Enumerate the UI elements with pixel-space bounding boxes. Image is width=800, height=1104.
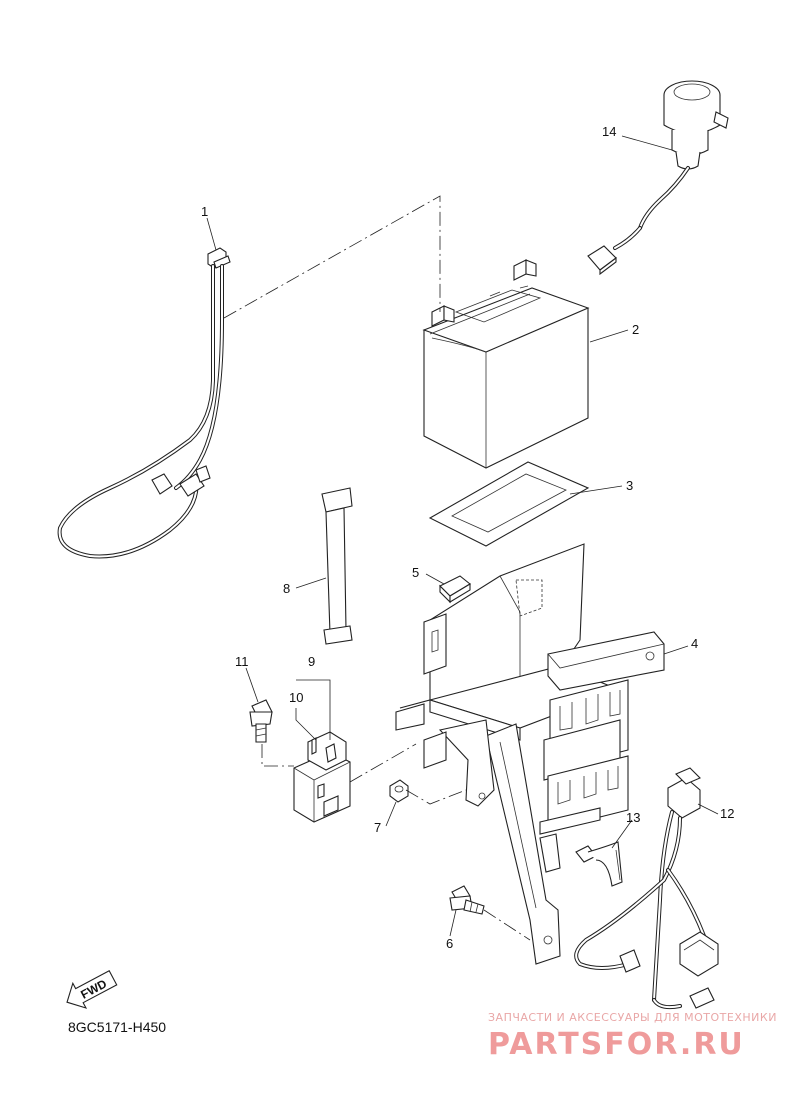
- callout-1: 1: [201, 204, 208, 219]
- watermark: ЗАПЧАСТИ И АКСЕССУАРЫ ДЛЯ МОТОТЕХНИКИ PA…: [488, 1011, 777, 1062]
- callout-2: 2: [632, 322, 639, 337]
- leader-lines: [206, 135, 719, 937]
- part-13-cable-tie: [575, 841, 623, 887]
- part-12-sub-lead: [574, 767, 719, 1010]
- callout-8: 8: [283, 581, 290, 596]
- callout-5: 5: [412, 565, 419, 580]
- part-3-battery-pad: [428, 461, 590, 547]
- callout-10: 10: [289, 690, 303, 705]
- callout-11: 11: [235, 654, 249, 669]
- watermark-tagline: ЗАПЧАСТИ И АКСЕССУАРЫ ДЛЯ МОТОТЕХНИКИ: [488, 1011, 777, 1024]
- part-14-power-socket: [587, 80, 729, 276]
- part-2-battery: [422, 259, 590, 469]
- diagram-code: 8GC5171-H450: [68, 1019, 166, 1035]
- fwd-arrow-icon: FWD: [66, 969, 118, 1009]
- part-7-nut: [389, 779, 409, 803]
- callout-9: 9: [308, 654, 315, 669]
- part-1-wire-lead: [57, 247, 231, 559]
- callout-numbers: 1 2 3 4 5 6 7 8 9 10 11 12 13 14: [201, 124, 734, 951]
- callout-12: 12: [720, 806, 734, 821]
- part-9-starter-relay: [293, 731, 351, 823]
- callout-13: 13: [626, 810, 640, 825]
- part-4-battery-box: [395, 543, 665, 965]
- watermark-brand: PARTSFOR.RU: [488, 1027, 745, 1062]
- callout-7: 7: [374, 820, 381, 835]
- part-6-bolt: [449, 885, 485, 915]
- part-8-battery-band: [321, 487, 353, 645]
- callout-14: 14: [602, 124, 616, 139]
- callout-4: 4: [691, 636, 698, 651]
- callout-6: 6: [446, 936, 453, 951]
- callout-3: 3: [626, 478, 633, 493]
- part-11-bolt: [249, 699, 273, 743]
- part-5-pad: [439, 575, 471, 604]
